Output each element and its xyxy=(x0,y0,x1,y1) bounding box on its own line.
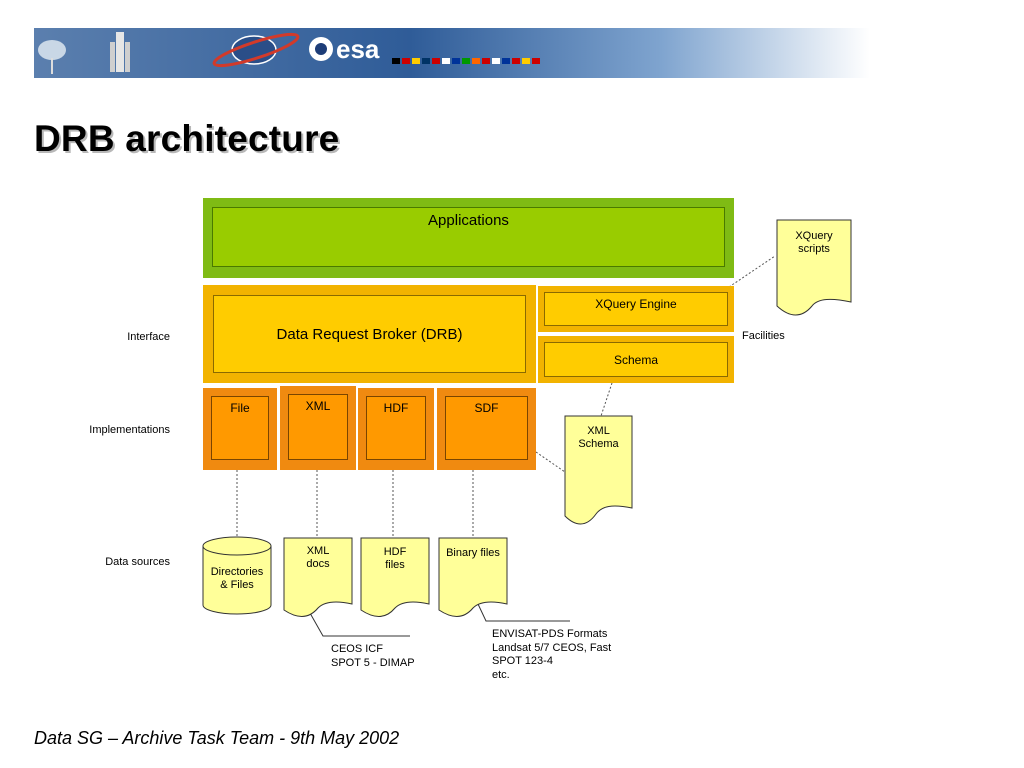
header-banner: esa xyxy=(34,28,870,78)
xquery-engine-label: XQuery Engine xyxy=(595,297,677,311)
schema-block: Schema xyxy=(538,336,734,383)
binary-files-doc xyxy=(438,537,508,617)
xquery-scripts-doc xyxy=(776,219,852,316)
esa-logo: esa xyxy=(309,34,380,64)
layer-label-facilities: Facilities xyxy=(742,330,785,342)
layer-label-implementations: Implementations xyxy=(89,424,170,436)
xquery-scripts-text: XQuery scripts xyxy=(795,230,833,255)
antenna-icon xyxy=(38,40,66,74)
directories-text: Directories & Files xyxy=(210,566,264,591)
applications-block: Applications xyxy=(203,198,734,278)
impl-xml-block: XML xyxy=(280,386,356,470)
xml-schema-text: XML Schema xyxy=(578,425,619,450)
impl-sdf-label: SDF xyxy=(474,401,499,415)
impl-sdf-block: SDF xyxy=(437,388,536,470)
hdf-files-doc xyxy=(360,537,430,617)
schema-label: Schema xyxy=(613,352,659,367)
hdf-files-text: HDF files xyxy=(383,546,407,571)
impl-hdf-label: HDF xyxy=(383,401,409,415)
connector-sdf-xmlschema xyxy=(535,451,566,473)
xml-docs-doc xyxy=(283,537,353,617)
leader-ceos xyxy=(305,605,410,637)
impl-file-block: File xyxy=(203,388,277,470)
connector-xquery-scripts xyxy=(728,255,776,288)
globe-logo-icon xyxy=(212,32,300,68)
rocket-icon xyxy=(110,32,130,72)
page-title: DRB architecture xyxy=(34,118,340,159)
connector-schema-xmlschema xyxy=(600,382,613,417)
impl-file-label: File xyxy=(230,401,250,415)
layer-label-interface: Interface xyxy=(127,331,170,343)
applications-label: Applications xyxy=(428,212,509,229)
impl-hdf-block: HDF xyxy=(358,388,434,470)
xml-schema-doc xyxy=(564,415,633,525)
impl-xml-label: XML xyxy=(305,399,331,413)
binary-files-text: Binary files xyxy=(446,547,500,559)
member-flags xyxy=(392,58,540,64)
envisat-note: ENVISAT-PDS Formats Landsat 5/7 CEOS, Fa… xyxy=(492,628,612,682)
ceos-note: CEOS ICF SPOT 5 - DIMAP xyxy=(331,643,415,670)
layer-label-data-sources: Data sources xyxy=(105,556,170,568)
xml-docs-text: XML docs xyxy=(306,545,330,570)
footer-text: Data SG – Archive Task Team - 9th May 20… xyxy=(34,728,400,748)
drb-block: Data Request Broker (DRB) xyxy=(203,285,536,383)
xquery-engine-block: XQuery Engine xyxy=(538,286,734,332)
drb-label: Data Request Broker (DRB) xyxy=(276,325,463,343)
banner-graphic: esa xyxy=(34,28,870,78)
directories-cylinder xyxy=(202,536,272,615)
esa-logo-text: esa xyxy=(336,34,380,64)
